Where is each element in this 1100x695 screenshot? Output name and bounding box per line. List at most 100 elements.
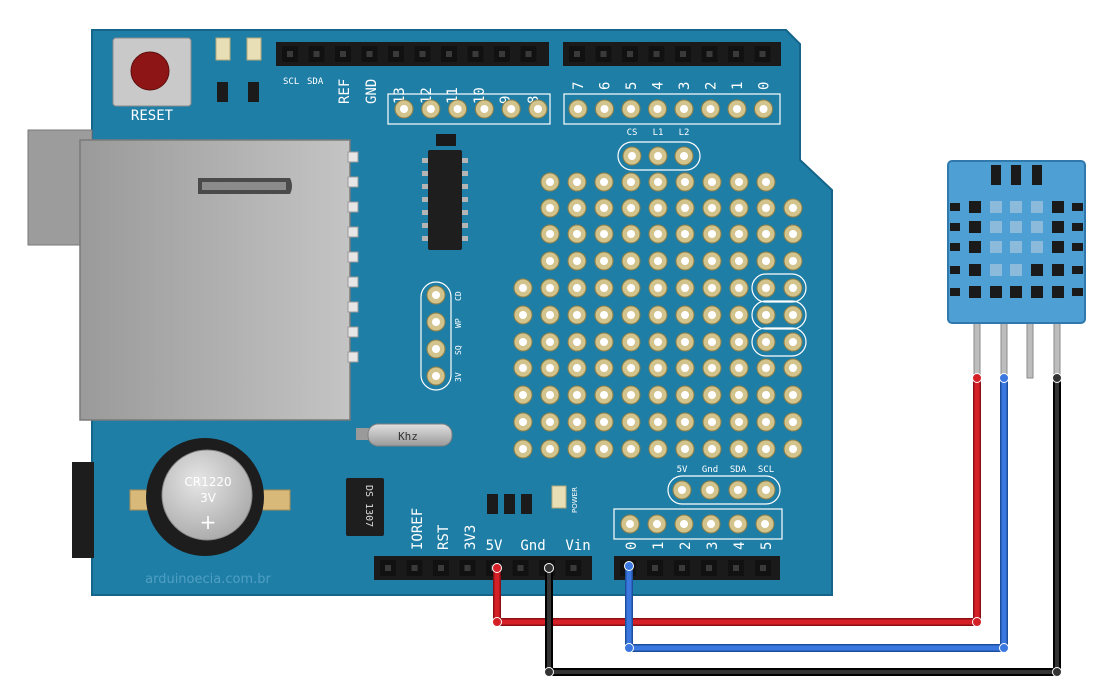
proto-pad-hole	[519, 311, 527, 319]
header-pin-core	[313, 51, 320, 57]
analog-label-0: 0	[624, 542, 640, 550]
reset-button[interactable]	[112, 37, 192, 107]
smd-resistor-1	[487, 494, 498, 514]
digital-pad-hole	[706, 105, 715, 113]
digital-pad-hole	[733, 105, 741, 113]
proto-pad-hole	[708, 391, 716, 399]
i2c-pad-hole	[762, 486, 770, 494]
proto-pad-hole	[762, 284, 770, 292]
chip-leg	[422, 184, 428, 189]
prototype-area	[513, 172, 803, 459]
proto-pad-hole	[546, 338, 554, 346]
wire-end	[544, 667, 554, 677]
reset-label: RESET	[131, 108, 174, 124]
proto-pad-hole	[654, 230, 662, 238]
sd-slot-contacts	[347, 151, 359, 363]
digital-pad-hole	[680, 105, 688, 113]
smd-resistor-2	[504, 494, 515, 514]
logic-chip	[422, 134, 468, 250]
proto-pad-hole	[654, 178, 662, 186]
grill-notch	[950, 243, 960, 251]
sd-contact	[347, 276, 359, 288]
digital-label-GND: GND	[364, 79, 380, 104]
header-pin-core	[419, 51, 426, 57]
proto-pad-hole	[600, 338, 608, 346]
proto-pad-hole	[708, 364, 716, 372]
chip-leg	[462, 158, 468, 163]
power-header-pin-core	[385, 565, 391, 571]
resistor-1	[217, 82, 228, 102]
sd-pin-label-CD: CD	[454, 291, 463, 301]
wire-gnd-black-highlight	[547, 377, 1059, 674]
proto-pad-hole	[735, 418, 743, 426]
proto-pad-hole	[681, 257, 689, 265]
power-header-pin-core	[570, 565, 577, 571]
prototype-frames	[751, 273, 807, 357]
jumper-pad-hole	[680, 152, 688, 160]
sd-contact	[347, 226, 359, 238]
analog-pad-frame	[613, 508, 783, 540]
proto-pad-hole	[546, 391, 554, 399]
proto-pad-hole	[600, 284, 608, 292]
proto-pad-hole	[654, 204, 662, 212]
header-pin-core	[287, 51, 293, 57]
proto-pad-hole	[654, 257, 662, 265]
digital-pad-hole	[507, 105, 516, 113]
proto-pad-hole	[546, 257, 554, 265]
proto-pad-hole	[600, 178, 608, 186]
analog-label-3: 3	[705, 542, 721, 550]
analog-header-pin-core	[679, 565, 685, 571]
header-pin-core	[446, 51, 452, 57]
proto-pad-hole	[546, 204, 554, 212]
proto-pad-hole	[789, 230, 797, 238]
i2c-label-SDA: SDA	[730, 465, 747, 475]
proto-pad-hole	[789, 204, 797, 212]
i2c-pad-hole	[678, 486, 686, 494]
proto-pad-hole	[708, 257, 716, 265]
sd-pad-hole	[432, 318, 440, 326]
power-label-IOREF: IOREF	[410, 508, 426, 550]
proto-pad-hole	[600, 257, 608, 265]
proto-pad-hole	[762, 391, 770, 399]
proto-pad-hole	[762, 230, 770, 238]
proto-pad-hole	[546, 178, 554, 186]
battery-voltage: 3V	[200, 491, 217, 505]
sd-contact	[347, 351, 359, 363]
digital-label-8: 8	[526, 96, 542, 104]
proto-pad-hole	[627, 338, 635, 346]
jumper-label-L1: L1	[653, 128, 664, 138]
pad-frame-high	[387, 93, 551, 125]
chip-leg	[462, 171, 468, 176]
watermark: arduinoecia.com.br	[145, 572, 271, 587]
dht11-sensor	[947, 160, 1086, 379]
proto-pad-hole	[573, 204, 581, 212]
grill-hole	[1010, 286, 1022, 298]
proto-pad-hole	[546, 284, 554, 292]
digital-label-9: 9	[498, 96, 514, 104]
sd-pin-label-SQ: SQ	[454, 345, 463, 355]
proto-pad-hole	[627, 445, 635, 453]
chip-leg	[462, 184, 468, 189]
proto-pad-hole	[654, 418, 662, 426]
proto-pad-hole	[627, 364, 635, 372]
smd-resistor-3	[521, 494, 532, 514]
i2c-pad-hole	[706, 486, 714, 494]
pad-pair-frame	[751, 273, 807, 303]
led-1	[215, 37, 231, 61]
header-pin-core	[680, 51, 686, 57]
power-label-5V: 5V	[486, 538, 503, 554]
grill-hole	[990, 201, 1002, 213]
digital-header-low	[563, 42, 781, 66]
proto-pad-hole	[708, 204, 716, 212]
sd-card-slot	[79, 139, 359, 421]
digital-label-2: 2	[704, 82, 720, 90]
header-pin-core	[759, 51, 766, 57]
power-header-pin-core	[411, 565, 418, 571]
sd-contact	[347, 301, 359, 313]
wire-data-blue-highlight	[626, 377, 1007, 651]
sd-contact	[347, 251, 359, 263]
